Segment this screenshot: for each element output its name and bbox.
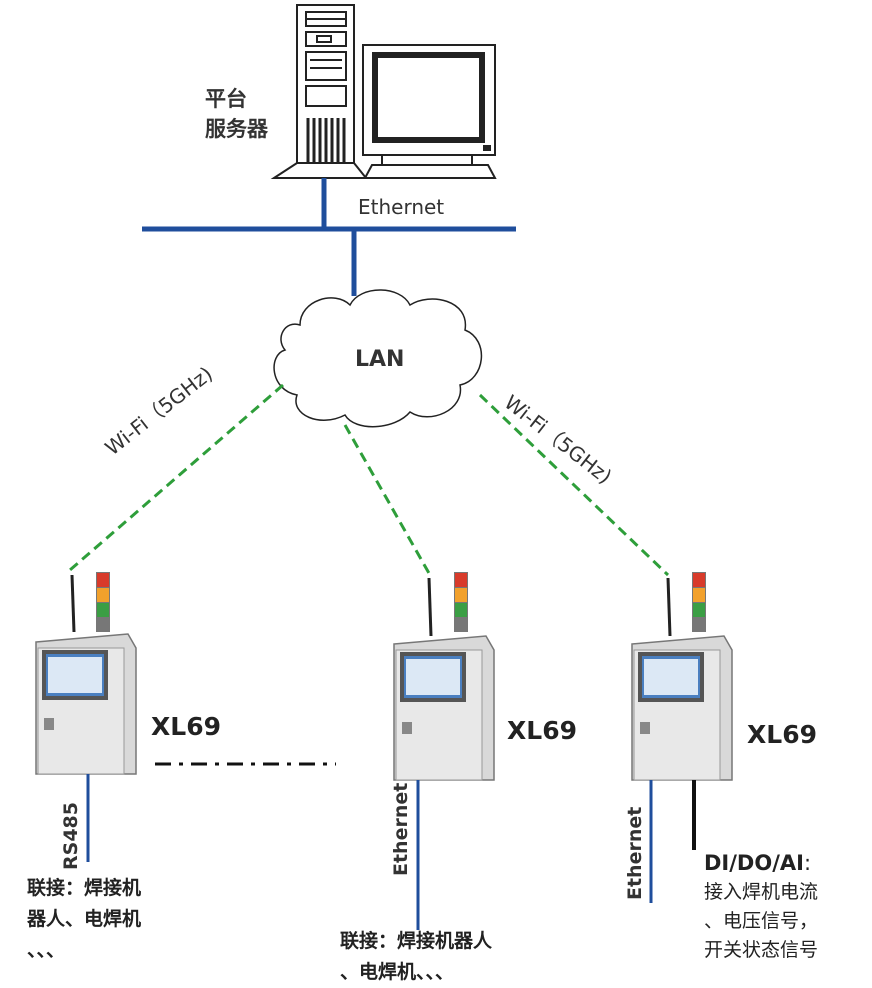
server-label-line2: 服务器: [205, 117, 268, 141]
backbone-label: Ethernet: [358, 195, 445, 219]
lan-label: LAN: [355, 347, 405, 372]
server-label-line1: 平台: [205, 87, 247, 111]
device2-note: 联接：焊接机器人 、电焊机、、、: [340, 926, 492, 988]
device-box-3: [631, 572, 733, 781]
device3-io-line3: 开关状态信号: [704, 939, 819, 961]
server-label: 平台 服务器: [205, 84, 268, 144]
device1-note-line3: 、、、: [27, 939, 66, 961]
server-tower-icon: [270, 4, 369, 179]
monitor-icon: [362, 44, 497, 179]
device1-port-label: RS485: [60, 802, 82, 870]
wifi-link-right: [478, 393, 670, 577]
device3-io-title: DI/DO/AI: [704, 851, 804, 875]
device1-note-line2: 器人、电焊机: [27, 908, 142, 930]
device3-io-line1: 接入焊机电流: [704, 881, 819, 903]
device3-io-line2: 、电压信号，: [704, 910, 819, 932]
device1-name: XL69: [151, 712, 221, 741]
device3-name: XL69: [747, 720, 817, 749]
device-box-2: [393, 572, 495, 781]
device3-port-label: Ethernet: [624, 806, 646, 900]
device1-note: 联接：焊接机 器人、电焊机 、、、: [27, 873, 141, 966]
device2-note-line2: 、电焊机、、、: [340, 961, 455, 983]
device3-io-note: DI/DO/AI: 接入焊机电流 、电压信号， 开关状态信号: [704, 848, 818, 965]
device2-port-label: Ethernet: [390, 782, 412, 876]
device3-io-colon: :: [803, 851, 812, 875]
ethernet-link-center: [343, 424, 432, 576]
ethernet-backbone: [142, 178, 516, 296]
device1-note-line1: 联接：焊接机: [27, 877, 142, 899]
device2-name: XL69: [507, 716, 577, 745]
device2-note-line1: 联接：焊接机器人: [340, 930, 493, 952]
device-box-1: [35, 572, 137, 775]
lan-cloud-icon: [273, 289, 482, 428]
